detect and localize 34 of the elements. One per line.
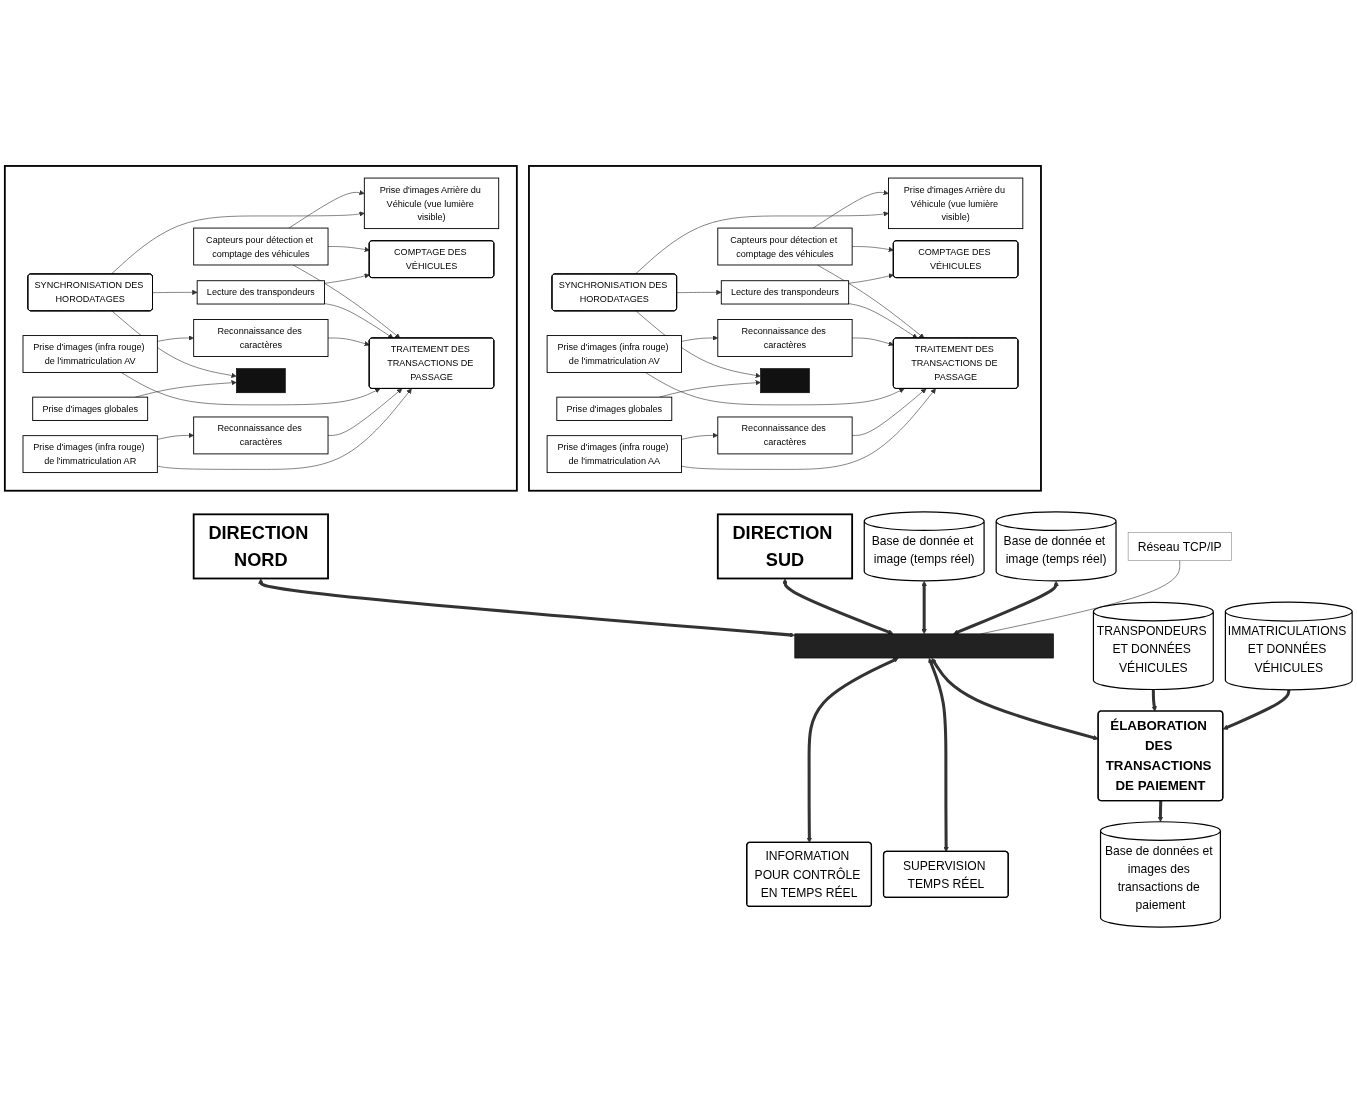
node-box: Prise d'images globales: [556, 396, 673, 421]
arrow: [782, 578, 894, 635]
node-box: Prise d'images (infra rouge) de l'immatriculation AV: [546, 335, 682, 373]
node-box: DIRECTION NORD: [192, 513, 329, 580]
node-box: [760, 368, 810, 394]
arrow: [1222, 689, 1291, 730]
node-box: Reconnaissance des caractères: [193, 319, 329, 357]
node-box: Prise d'images (infra rouge) de l'immatriculation AR: [22, 435, 158, 474]
cluster: [528, 165, 1042, 492]
node-box: Réseau TCP/IP: [1127, 532, 1232, 561]
node-box: Prise d'images globales: [32, 396, 149, 421]
arrow: [1151, 689, 1157, 712]
node-box: Lecture des transpondeurs: [720, 280, 850, 305]
node-box: Prise d'images Arrière du Véhicule (vue lumière visible): [888, 177, 1024, 230]
node-box: Reconnaissance des caractères: [717, 319, 853, 357]
node-box: Capteurs pour détection et comptage des véhicules: [193, 227, 329, 266]
cluster: [3, 165, 518, 492]
node-box: Capteurs pour détection et comptage des véhicules: [717, 227, 853, 266]
arrow: [921, 580, 927, 635]
node-box: Reconnaissance des caractères: [193, 416, 329, 455]
node-box: Prise d'images (infra rouge) de l'immatriculation AV: [22, 335, 158, 373]
arrow: [953, 580, 1059, 635]
node-box: DIRECTION SUD: [716, 513, 854, 580]
arrow: [258, 578, 795, 638]
node-box: [236, 368, 286, 394]
node-bar: [794, 633, 1054, 659]
node-box: Prise d'images Arrière du Véhicule (vue lumière visible): [363, 177, 500, 230]
arrow: [931, 658, 1099, 741]
node-box: Prise d'images (infra rouge) de l'immatriculation AA: [546, 435, 682, 474]
node-box: Lecture des transpondeurs: [196, 280, 325, 305]
node-box: Reconnaissance des caractères: [717, 416, 853, 455]
arrow: [806, 657, 899, 843]
arrow: [1157, 800, 1164, 822]
arrow: [928, 658, 949, 852]
